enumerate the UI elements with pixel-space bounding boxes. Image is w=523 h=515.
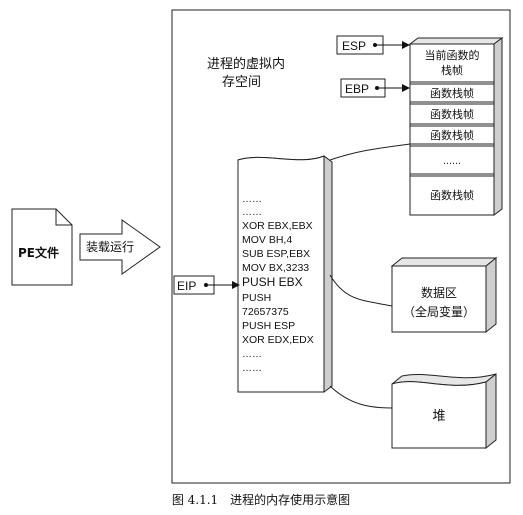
code-line: ……: [242, 207, 262, 218]
stack-column: [408, 37, 504, 216]
data-area-box: [390, 256, 498, 334]
pe-file-icon: [11, 208, 73, 286]
stack-current-frame-line2: 栈帧: [441, 63, 463, 77]
load-run-arrow: [79, 219, 161, 275]
esp-register-label: ESP: [342, 39, 366, 53]
code-line: ……: [242, 363, 262, 374]
code-line: MOV BX,3233: [242, 262, 309, 274]
stack-frame-bottom: 函数栈帧: [430, 188, 474, 202]
ebp-register-label: EBP: [345, 82, 369, 96]
load-run-label: 装载运行: [86, 240, 134, 254]
code-line: XOR EBX,EBX: [242, 220, 313, 232]
memory-label-line2: 存空间: [222, 75, 261, 90]
code-to-heap-connector: [329, 385, 393, 409]
code-segment-column: [237, 155, 333, 393]
figure-caption: 图 4.1.1 进程的内存使用示意图: [172, 492, 350, 507]
code-line: ……: [242, 194, 262, 205]
stack-current-frame-line1: 当前函数的: [425, 48, 480, 62]
code-to-data-connector: [329, 274, 393, 307]
code-line: SUB ESP,EBX: [242, 248, 310, 260]
heap-label: 堆: [432, 409, 445, 424]
code-line-current: PUSH EBX: [242, 275, 303, 289]
stack-ellipsis: ……: [443, 157, 461, 167]
code-line: ……: [242, 349, 262, 360]
stack-frame-2: 函数栈帧: [430, 107, 474, 121]
stack-frame-3: 函数栈帧: [430, 128, 474, 142]
code-line: XOR EDX,EDX: [242, 334, 314, 346]
code-line: PUSH: [242, 292, 271, 304]
data-area-subtitle: （全局变量）: [403, 304, 475, 319]
heap-box: [391, 372, 497, 450]
eip-register-label: EIP: [177, 279, 196, 293]
code-to-stack-connector: [329, 143, 411, 161]
code-line: MOV BH,4: [242, 234, 292, 246]
memory-label-line1: 进程的虚拟内: [207, 56, 285, 72]
stack-frame-1: 函数栈帧: [430, 86, 474, 100]
virtual-memory-frame: [171, 9, 511, 484]
code-line: PUSH ESP: [242, 320, 295, 332]
pe-file-label: PE文件: [18, 245, 59, 260]
code-line: 72657375: [242, 306, 289, 318]
data-area-title: 数据区: [421, 285, 457, 300]
